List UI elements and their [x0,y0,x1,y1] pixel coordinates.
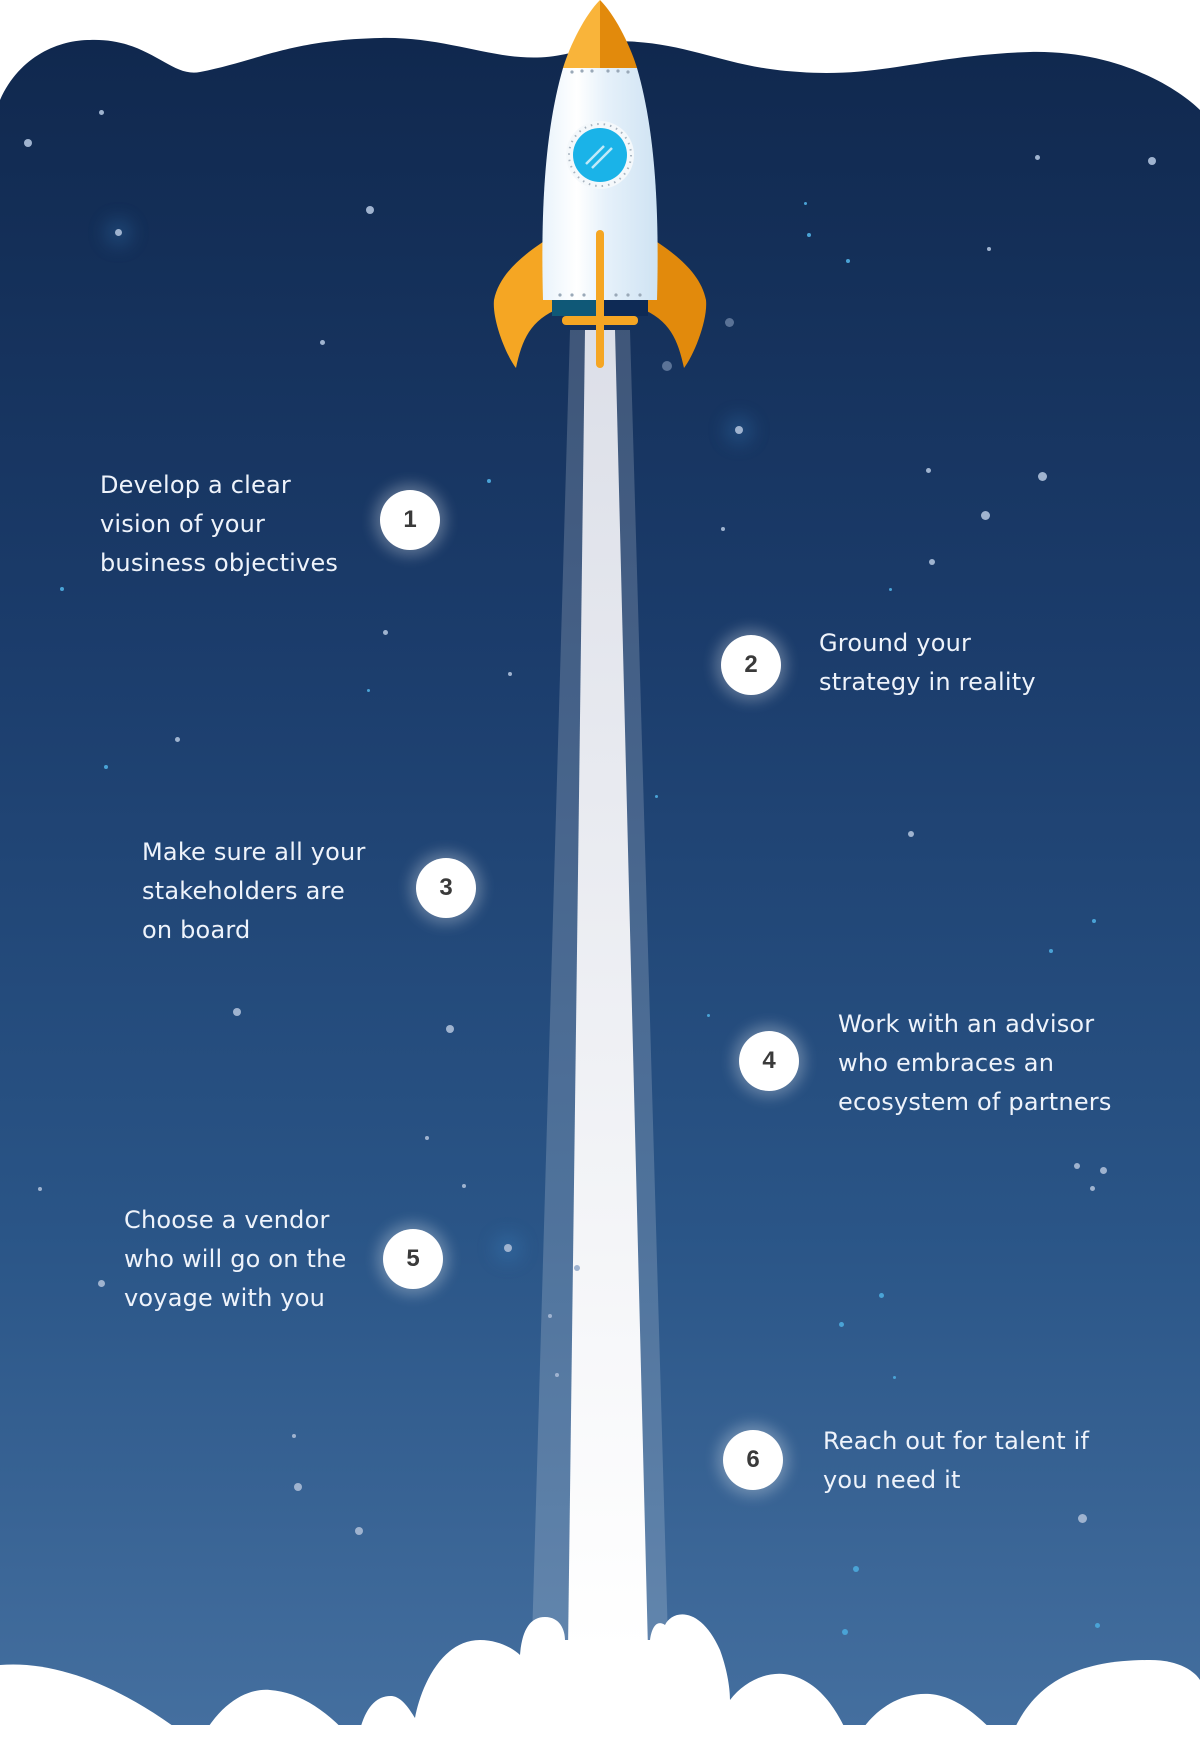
star-icon [24,139,32,147]
step-4-text: Work with an advisor who embraces an eco… [838,1010,1112,1116]
star-icon [487,479,491,483]
star-icon [725,318,734,327]
star-icon [548,1314,552,1318]
star-icon [893,1376,896,1379]
star-icon [908,831,914,837]
step-4-badge: 4 [739,1031,799,1091]
star-icon [987,247,991,251]
step-2-text: Ground your strategy in reality [819,629,1036,696]
star-icon [1092,919,1096,923]
star-icon [889,588,892,591]
star-icon [366,206,374,214]
star-icon [879,1293,884,1298]
porthole-window [573,128,627,182]
star-icon [99,110,104,115]
star-icon [1078,1514,1087,1523]
star-icon [320,340,325,345]
step-3-badge: 3 [416,858,476,918]
star-icon [1100,1167,1107,1174]
star-icon [926,468,931,473]
step-1-badge: 1 [380,490,440,550]
star-icon [707,1014,710,1017]
star-icon [508,672,512,676]
star-icon [115,229,122,236]
star-icon [355,1527,363,1535]
star-icon [839,1322,844,1327]
star-icon [1095,1623,1100,1628]
star-icon [383,630,388,635]
star-icon [853,1566,859,1572]
star-icon [1074,1163,1080,1169]
star-icon [292,1434,296,1438]
star-icon [462,1184,466,1188]
star-icon [804,202,807,205]
star-icon [842,1629,848,1635]
star-icon [1090,1186,1095,1191]
star-icon [981,511,990,520]
star-icon [1049,949,1053,953]
star-icon [662,361,672,371]
star-icon [367,689,370,692]
star-icon [846,259,850,263]
step-6-badge: 6 [723,1430,783,1490]
star-icon [504,1244,512,1252]
rocket-icon [493,0,707,368]
star-icon [60,587,64,591]
star-icon [38,1187,42,1191]
step-5-badge: 5 [383,1229,443,1289]
star-icon [104,765,108,769]
star-icon [929,559,935,565]
star-icon [425,1136,429,1140]
star-icon [233,1008,241,1016]
star-icon [294,1483,302,1491]
star-icon [555,1373,559,1377]
step-2-badge: 2 [721,635,781,695]
star-icon [175,737,180,742]
star-icon [1035,155,1040,160]
star-icon [1038,472,1047,481]
step-1-text: Develop a clear vision of your business … [100,471,339,577]
exhaust-trail [568,330,648,1650]
star-icon [721,527,725,531]
step-5-text: Choose a vendor who will go on the voyag… [124,1206,347,1312]
step-6-text: Reach out for talent if you need it [823,1427,1090,1494]
star-icon [735,426,743,434]
star-icon [446,1025,454,1033]
step-3-text: Make sure all your stakeholders are on b… [142,838,366,944]
star-icon [574,1265,580,1271]
star-icon [807,233,811,237]
star-icon [1148,157,1156,165]
star-icon [98,1280,105,1287]
cloud-icon [0,1614,1200,1745]
star-icon [655,795,658,798]
